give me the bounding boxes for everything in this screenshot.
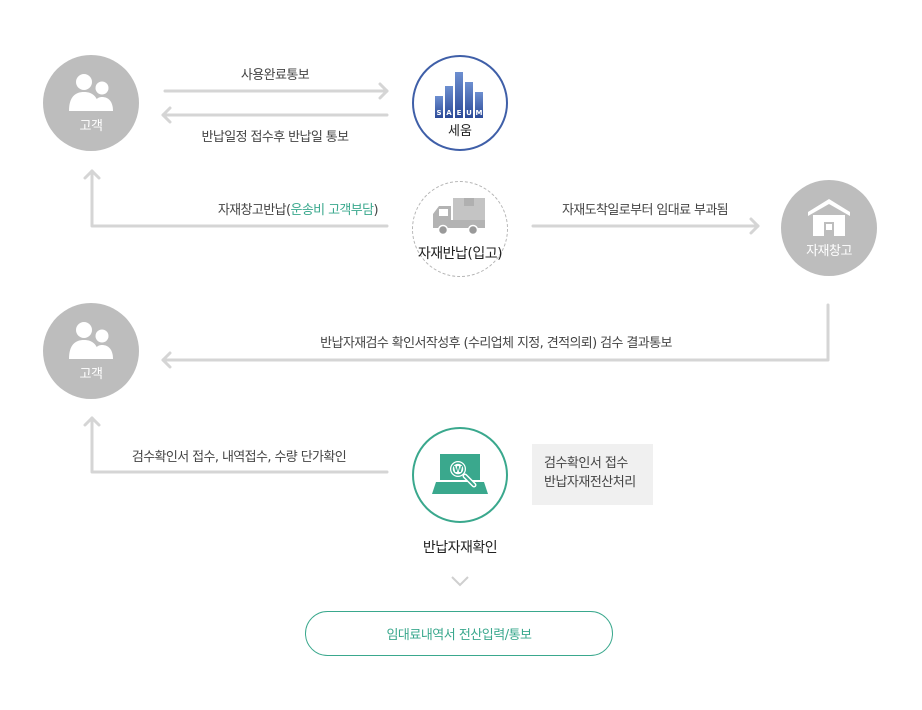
customer-node-top: 고객 xyxy=(43,55,139,151)
final-step-pill: 임대료내역서 전산입력/통보 xyxy=(305,611,613,656)
saeum-label: 세움 xyxy=(448,123,472,139)
return-node xyxy=(412,181,508,277)
return-node-label: 자재반납(입고) xyxy=(417,246,503,262)
flow-return-date: 반납일정 접수후 반납일 통보 xyxy=(201,130,350,145)
note-box: 검수확인서 접수 반납자재전산처리 xyxy=(532,444,653,505)
storage-label: 자재창고 xyxy=(806,243,852,259)
flow-return-to-storage: 자재창고반납(운송비 고객부담) xyxy=(183,199,379,218)
inspection-node-label: 반납자재확인 xyxy=(422,540,498,556)
flow-return-prefix: 자재창고반납( xyxy=(217,203,291,218)
customer-label: 고객 xyxy=(79,118,103,134)
saeum-letter: E xyxy=(457,109,462,117)
flow-return-accent: 운송비 고객부담 xyxy=(290,203,374,218)
inspection-node: W xyxy=(412,427,508,523)
saeum-node: S A E U M 세움 xyxy=(412,55,508,151)
arrow-return-to-customer xyxy=(90,169,389,228)
chevron-down-icon xyxy=(451,576,469,587)
inspection-icon: W xyxy=(432,454,488,494)
flow-rental-fee: 자재도착일로부터 임대료 부과됨 xyxy=(561,203,729,218)
warehouse-icon xyxy=(808,198,850,236)
arrow-inspection-receipt xyxy=(90,416,389,474)
note-line: 반납자재전산처리 xyxy=(544,475,636,490)
saeum-letter: M xyxy=(476,109,483,117)
saeum-letter: A xyxy=(446,109,452,117)
truck-icon xyxy=(433,198,485,236)
saeum-letter: S xyxy=(436,109,441,117)
flow-usage-complete: 사용완료통보 xyxy=(240,68,310,83)
flow-inspection-receipt: 검수확인서 접수, 내역접수, 수량 단가확인 xyxy=(131,450,347,465)
users-icon xyxy=(69,73,113,111)
customer-node-bottom: 고객 xyxy=(43,303,139,399)
saeum-logo: S A E U M xyxy=(435,71,483,118)
svg-text:W: W xyxy=(454,465,463,474)
flow-return-suffix: ) xyxy=(373,203,379,218)
customer-label: 고객 xyxy=(79,366,103,382)
users-icon xyxy=(69,321,113,359)
note-line: 검수확인서 접수 xyxy=(544,456,628,471)
saeum-letter: U xyxy=(466,109,472,117)
arrow-inspection-result xyxy=(161,303,830,362)
flow-inspection-result: 반납자재검수 확인서작성후 (수리업체 지정, 견적의뢰) 검수 결과통보 xyxy=(320,336,672,351)
storage-node: 자재창고 xyxy=(781,180,877,276)
